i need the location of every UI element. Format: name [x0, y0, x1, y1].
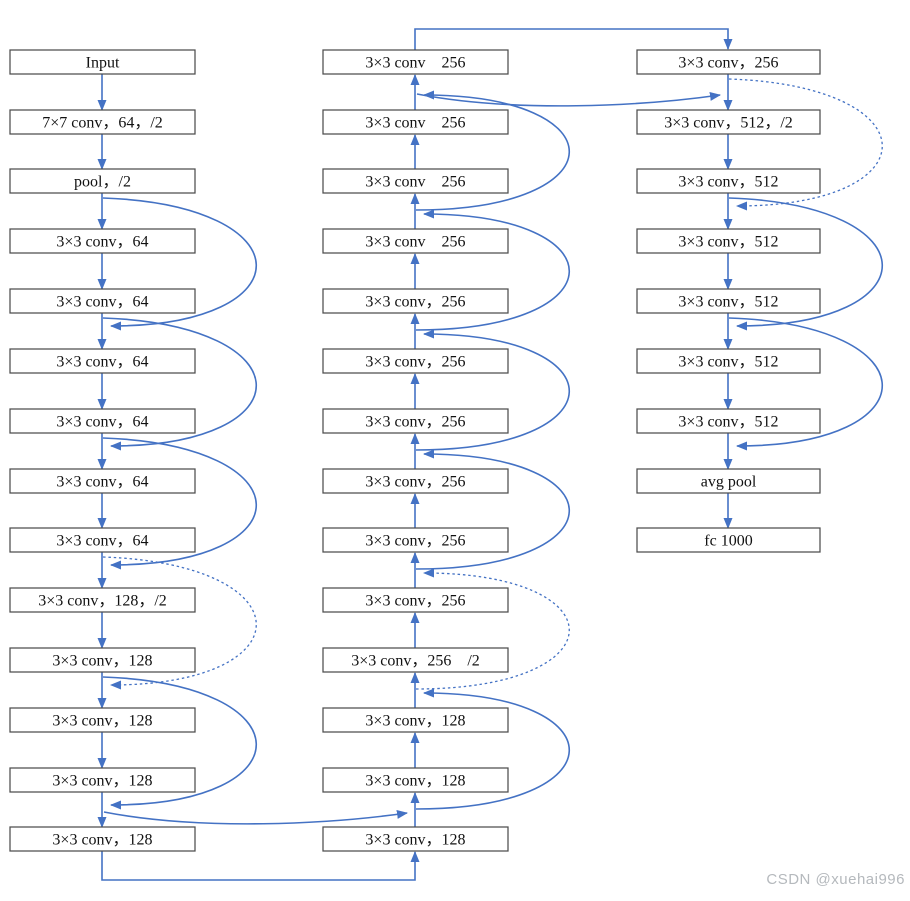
layer-box — [9, 228, 196, 254]
layer-box — [636, 408, 821, 434]
layer-box — [9, 767, 196, 793]
layer-box — [9, 49, 196, 75]
layer-label: 3×3 conv，128 — [52, 653, 152, 670]
skip-connection — [102, 317, 257, 451]
layer-label: 7×7 conv，64，/2 — [42, 115, 163, 132]
layer-label: 3×3 conv，64 — [56, 414, 148, 431]
layer-label: 3×3 conv 256 — [365, 174, 465, 191]
layer-box — [636, 527, 821, 553]
layer-label: 3×3 conv，256 — [365, 593, 465, 610]
skip-connection — [415, 329, 570, 451]
layer-box — [322, 826, 509, 852]
layer-box — [9, 587, 196, 613]
layer-label: 3×3 conv，256 — [365, 354, 465, 371]
layer-box — [9, 408, 196, 434]
layer-label: 3×3 conv，256 — [365, 533, 465, 550]
layer-box — [9, 707, 196, 733]
layer-label: 3×3 conv，64 — [56, 354, 148, 371]
layer-box — [9, 527, 196, 553]
layer-label: Input — [86, 55, 120, 72]
layer-box — [9, 826, 196, 852]
layer-label: 3×3 conv 256 — [365, 234, 465, 251]
layer-label: 3×3 conv，128 — [365, 832, 465, 849]
layer-label: 3×3 conv，64 — [56, 234, 148, 251]
layer-label: 3×3 conv，128 — [52, 713, 152, 730]
bottom-connector — [101, 851, 420, 881]
layer-label: 3×3 conv 256 — [365, 55, 465, 72]
layer-box — [9, 468, 196, 494]
top-connector — [414, 28, 733, 50]
layer-label: 3×3 conv，512 — [678, 234, 778, 251]
layer-label: 3×3 conv，512 — [678, 414, 778, 431]
layer-box — [322, 348, 509, 374]
layer-label: 3×3 conv，128 — [365, 713, 465, 730]
layer-box — [322, 408, 509, 434]
layer-label: 3×3 conv，128，/2 — [38, 593, 167, 610]
layer-label: 3×3 conv，64 — [56, 533, 148, 550]
skip-connection — [415, 90, 570, 211]
layer-label: 3×3 conv，512 — [678, 294, 778, 311]
layer-label: 3×3 conv，64 — [56, 474, 148, 491]
layer-box — [322, 468, 509, 494]
skip-connection — [415, 688, 570, 810]
layer-box — [636, 168, 821, 194]
skip-connection — [102, 437, 257, 570]
skip-connection — [728, 197, 883, 331]
layer-box — [322, 228, 509, 254]
skip-connection-wrap — [416, 91, 721, 107]
layer-label: 3×3 conv，64 — [56, 294, 148, 311]
layer-box — [322, 707, 509, 733]
watermark: CSDN @xuehai996 — [766, 871, 905, 888]
layer-box — [636, 228, 821, 254]
layer-label: pool，/2 — [74, 174, 131, 191]
layer-label: 3×3 conv，512 — [678, 174, 778, 191]
skip-connection — [102, 676, 257, 810]
skip-connection — [728, 317, 883, 451]
layer-label: 3×3 conv，512，/2 — [664, 115, 793, 132]
layer-label: 3×3 conv，128 — [52, 773, 152, 790]
skip-connection-wrap — [103, 809, 408, 825]
layer-box — [322, 288, 509, 314]
layer-box — [322, 767, 509, 793]
layer-label: 3×3 conv 256 — [365, 115, 465, 132]
layer-box — [636, 468, 821, 494]
layer-label: avg pool — [701, 474, 757, 491]
skip-connection-dotted — [415, 568, 570, 690]
layer-box — [322, 168, 509, 194]
layer-label: 3×3 conv，256 — [678, 55, 778, 72]
layer-box — [9, 647, 196, 673]
layer-label: 3×3 conv，128 — [365, 773, 465, 790]
skip-connection — [415, 209, 570, 331]
layer-label: 3×3 conv，256 — [365, 294, 465, 311]
layer-box — [636, 348, 821, 374]
layer-box — [9, 168, 196, 194]
skip-connection — [102, 197, 257, 331]
layer-label: 3×3 conv，128 — [52, 832, 152, 849]
layer-box — [636, 109, 821, 135]
layer-box — [322, 587, 509, 613]
layer-label: 3×3 conv，256 /2 — [351, 653, 480, 670]
skip-connection — [415, 449, 570, 570]
layer-box — [322, 527, 509, 553]
layer-box — [636, 49, 821, 75]
layer-box — [9, 348, 196, 374]
layer-label: 3×3 conv，256 — [365, 474, 465, 491]
layer-box — [322, 647, 509, 673]
layer-box — [9, 109, 196, 135]
layer-label: 3×3 conv，512 — [678, 354, 778, 371]
layer-box — [322, 49, 509, 75]
layer-box — [9, 288, 196, 314]
layer-box — [636, 288, 821, 314]
layer-label: fc 1000 — [704, 533, 752, 550]
layer-label: 3×3 conv，256 — [365, 414, 465, 431]
layer-box — [322, 109, 509, 135]
